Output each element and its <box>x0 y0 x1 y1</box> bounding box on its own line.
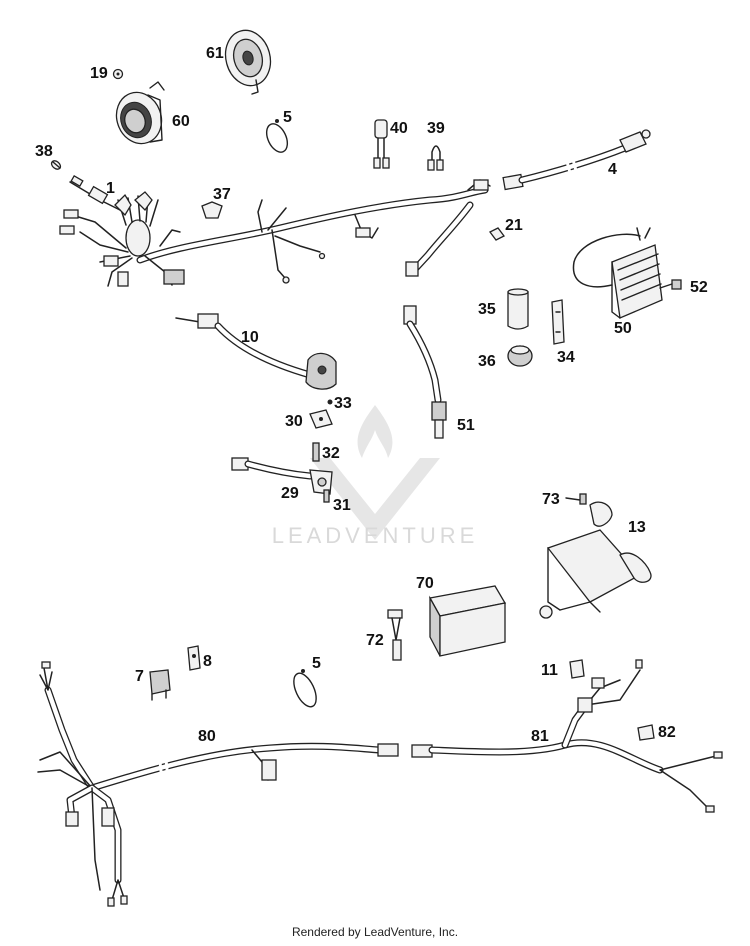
callout-38: 38 <box>35 143 53 160</box>
part-72-fuse-holder <box>387 609 403 661</box>
callout-50: 50 <box>614 320 632 337</box>
part-80-harness <box>37 661 399 907</box>
callout-30: 30 <box>285 413 303 430</box>
callout-7: 7 <box>135 668 144 685</box>
part-31-screw <box>323 489 330 503</box>
callout-31: 31 <box>333 497 351 514</box>
callout-37: 37 <box>213 186 231 203</box>
callout-82: 82 <box>658 724 676 741</box>
part-52-bolt <box>659 279 682 290</box>
part-13-bracket <box>539 501 652 619</box>
part-29-switch-cable <box>231 457 333 495</box>
callout-80: 80 <box>198 728 216 745</box>
part-30-plate <box>309 409 333 429</box>
callout-33: 33 <box>334 395 352 412</box>
callout-5-top: 5 <box>283 109 292 126</box>
part-35-cover <box>507 288 529 330</box>
callout-52: 52 <box>690 279 708 296</box>
callout-5-bottom: 5 <box>312 655 321 672</box>
part-70-battery <box>428 585 507 657</box>
callout-40: 40 <box>390 120 408 137</box>
part-7-relay <box>149 669 171 701</box>
part-50-regulator <box>572 227 663 319</box>
callout-19: 19 <box>90 65 108 82</box>
callout-8: 8 <box>203 653 212 670</box>
footer-credit: Rendered by LeadVenture, Inc. <box>291 925 459 939</box>
part-8-bracket <box>187 645 201 671</box>
callout-35: 35 <box>478 301 496 318</box>
callout-39: 39 <box>427 120 445 137</box>
part-19-washer <box>112 68 124 80</box>
part-32-screw <box>312 442 320 462</box>
callout-81: 81 <box>531 728 549 745</box>
callout-13: 13 <box>628 519 646 536</box>
callout-29: 29 <box>281 485 299 502</box>
callout-51: 51 <box>457 417 475 434</box>
part-38-bulb <box>50 160 62 170</box>
part-10-switch <box>175 313 337 390</box>
part-5-clamp-bottom <box>293 669 317 708</box>
callout-34: 34 <box>557 349 575 366</box>
part-40-capacitor <box>373 119 390 169</box>
callout-4: 4 <box>608 161 617 178</box>
callout-70: 70 <box>416 575 434 592</box>
part-73-bolt <box>565 493 587 505</box>
watermark: LEADVENTURE <box>272 405 479 548</box>
callout-73: 73 <box>542 491 560 508</box>
callout-72: 72 <box>366 632 384 649</box>
callout-11: 11 <box>541 662 558 679</box>
part-37-connector <box>201 201 223 219</box>
part-34-bracket <box>551 299 565 345</box>
part-1-main-harness <box>59 175 491 287</box>
callout-61: 61 <box>206 45 224 62</box>
part-21-clip <box>489 227 505 241</box>
part-4-cable <box>502 129 651 191</box>
callout-36: 36 <box>478 353 496 370</box>
callout-60: 60 <box>172 113 190 130</box>
part-60-gauge <box>115 81 165 145</box>
watermark-text: LEADVENTURE <box>272 523 479 548</box>
callout-1: 1 <box>106 180 115 197</box>
callout-21: 21 <box>505 217 523 234</box>
part-61-horn <box>224 29 272 95</box>
callout-10: 10 <box>241 329 259 346</box>
part-33-screw <box>327 399 333 405</box>
part-5-clamp-top <box>265 119 289 153</box>
part-51-sensor <box>403 305 447 439</box>
part-39-jumper <box>427 145 444 171</box>
part-11-cover <box>569 659 585 679</box>
part-82-plate <box>637 724 655 741</box>
part-36-ring <box>507 345 533 367</box>
callout-32: 32 <box>322 445 340 462</box>
callout-labels: 61 19 60 5 40 39 38 1 37 4 21 52 35 34 3… <box>35 45 708 745</box>
part-81-harness <box>411 659 723 813</box>
